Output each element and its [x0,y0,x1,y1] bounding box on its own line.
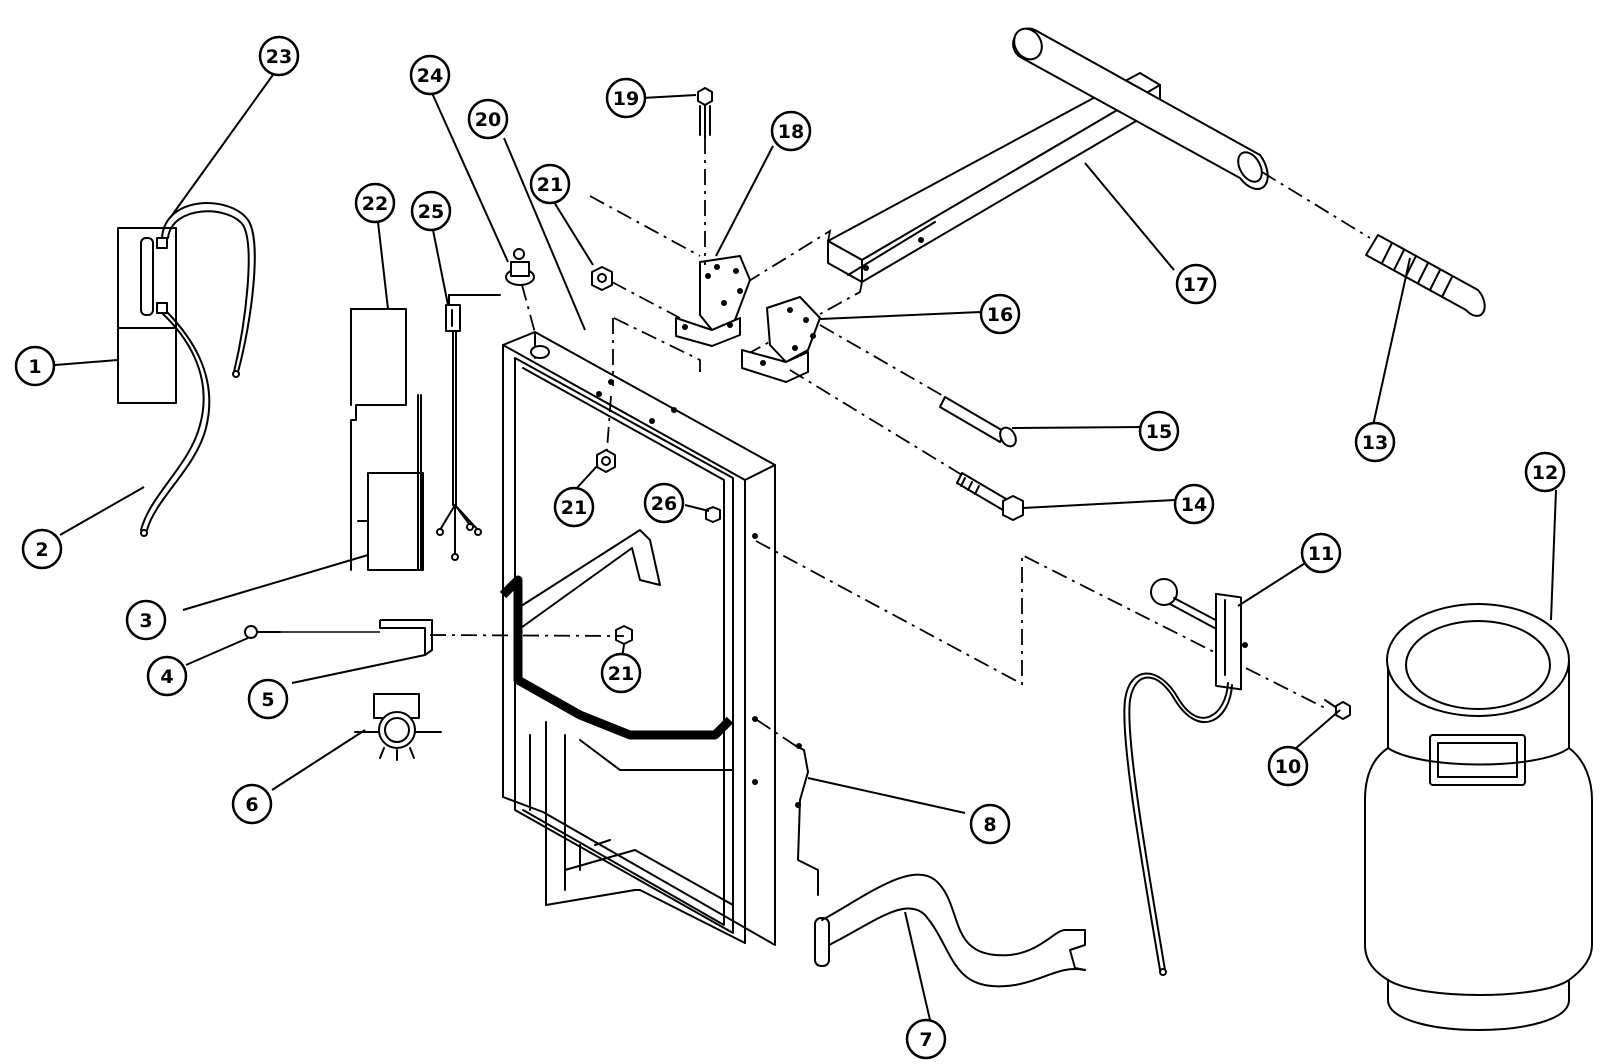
svg-text:14: 14 [1181,494,1207,516]
grip-13 [1365,234,1486,317]
svg-text:6: 6 [245,794,258,816]
nut-upper [596,449,616,473]
callout-20: 20 [467,98,509,140]
callout-21-top: 21 [529,163,571,205]
svg-text:1: 1 [28,356,41,378]
pin-15 [819,324,1017,448]
bolt-14 [789,369,1024,521]
leader-lines [54,71,1557,1021]
svg-text:25: 25 [418,201,444,223]
propane-tank [1364,603,1593,1031]
callout-8: 8 [969,803,1011,845]
svg-text:17: 17 [1183,274,1209,296]
callout-16: 16 [979,293,1021,335]
svg-text:11: 11 [1308,543,1334,565]
bolt-19 [697,87,713,265]
callout-21-middle: 21 [600,652,642,694]
gas-valve [354,693,442,761]
callout-4: 4 [146,655,188,697]
callout-12: 12 [1524,451,1566,493]
hose-strap [814,873,1086,988]
callout-13: 13 [1354,421,1396,463]
handle-tube-17 [743,72,1161,357]
nut-middle [615,625,633,645]
callout-6: 6 [231,783,273,825]
callout-22: 22 [354,182,396,224]
nut-top [591,266,613,291]
svg-text:12: 12 [1532,462,1558,484]
battery-cable-positive [161,202,256,378]
svg-text:21: 21 [537,174,563,196]
svg-text:3: 3 [139,610,152,632]
svg-text:19: 19 [613,88,639,110]
callout-1: 1 [14,345,56,387]
svg-text:22: 22 [362,193,388,215]
callout-7: 7 [905,1018,947,1060]
callout-19: 19 [605,77,647,119]
svg-text:21: 21 [561,497,587,519]
hinge-bracket-18 [675,255,751,347]
crossbar-tube [1012,27,1371,239]
svg-text:23: 23 [266,46,292,68]
svg-text:20: 20 [475,109,501,131]
bolt-10 [1324,699,1351,720]
svg-text:21: 21 [608,663,634,685]
callout-11: 11 [1300,532,1342,574]
linkage-rod [756,719,819,896]
svg-text:26: 26 [651,493,677,515]
svg-text:4: 4 [160,666,173,688]
callout-10: 10 [1267,745,1309,787]
callout-18: 18 [770,110,812,152]
bolt-4 [244,625,380,639]
svg-text:7: 7 [919,1029,932,1051]
callout-24: 24 [409,54,451,96]
callout-17: 17 [1175,263,1217,305]
bracket-5 [379,619,433,656]
svg-text:18: 18 [778,121,804,143]
callout-21-upper: 21 [553,486,595,528]
callout-23: 23 [258,35,300,77]
callout-2: 2 [21,528,63,570]
svg-text:16: 16 [987,304,1013,326]
main-frame [499,331,776,946]
svg-text:8: 8 [983,814,996,836]
battery-box [117,227,177,404]
toggle-switch [505,248,538,341]
svg-text:5: 5 [261,689,274,711]
gas-lever [1123,578,1248,976]
svg-text:15: 15 [1146,421,1172,443]
svg-text:10: 10 [1275,756,1301,778]
battery-cable-negative [140,312,211,537]
svg-text:13: 13 [1362,432,1388,454]
callout-26: 26 [643,482,685,524]
svg-text:24: 24 [417,65,443,87]
hinge-bracket-16 [741,296,821,383]
wire-harness [436,294,501,561]
svg-text:2: 2 [35,539,48,561]
callout-15: 15 [1138,410,1180,452]
control-bracket [350,308,424,571]
nut-26 [705,506,721,523]
callout-25: 25 [410,190,452,232]
callout-14: 14 [1173,483,1215,525]
callout-3: 3 [125,599,167,641]
callout-5: 5 [247,678,289,720]
